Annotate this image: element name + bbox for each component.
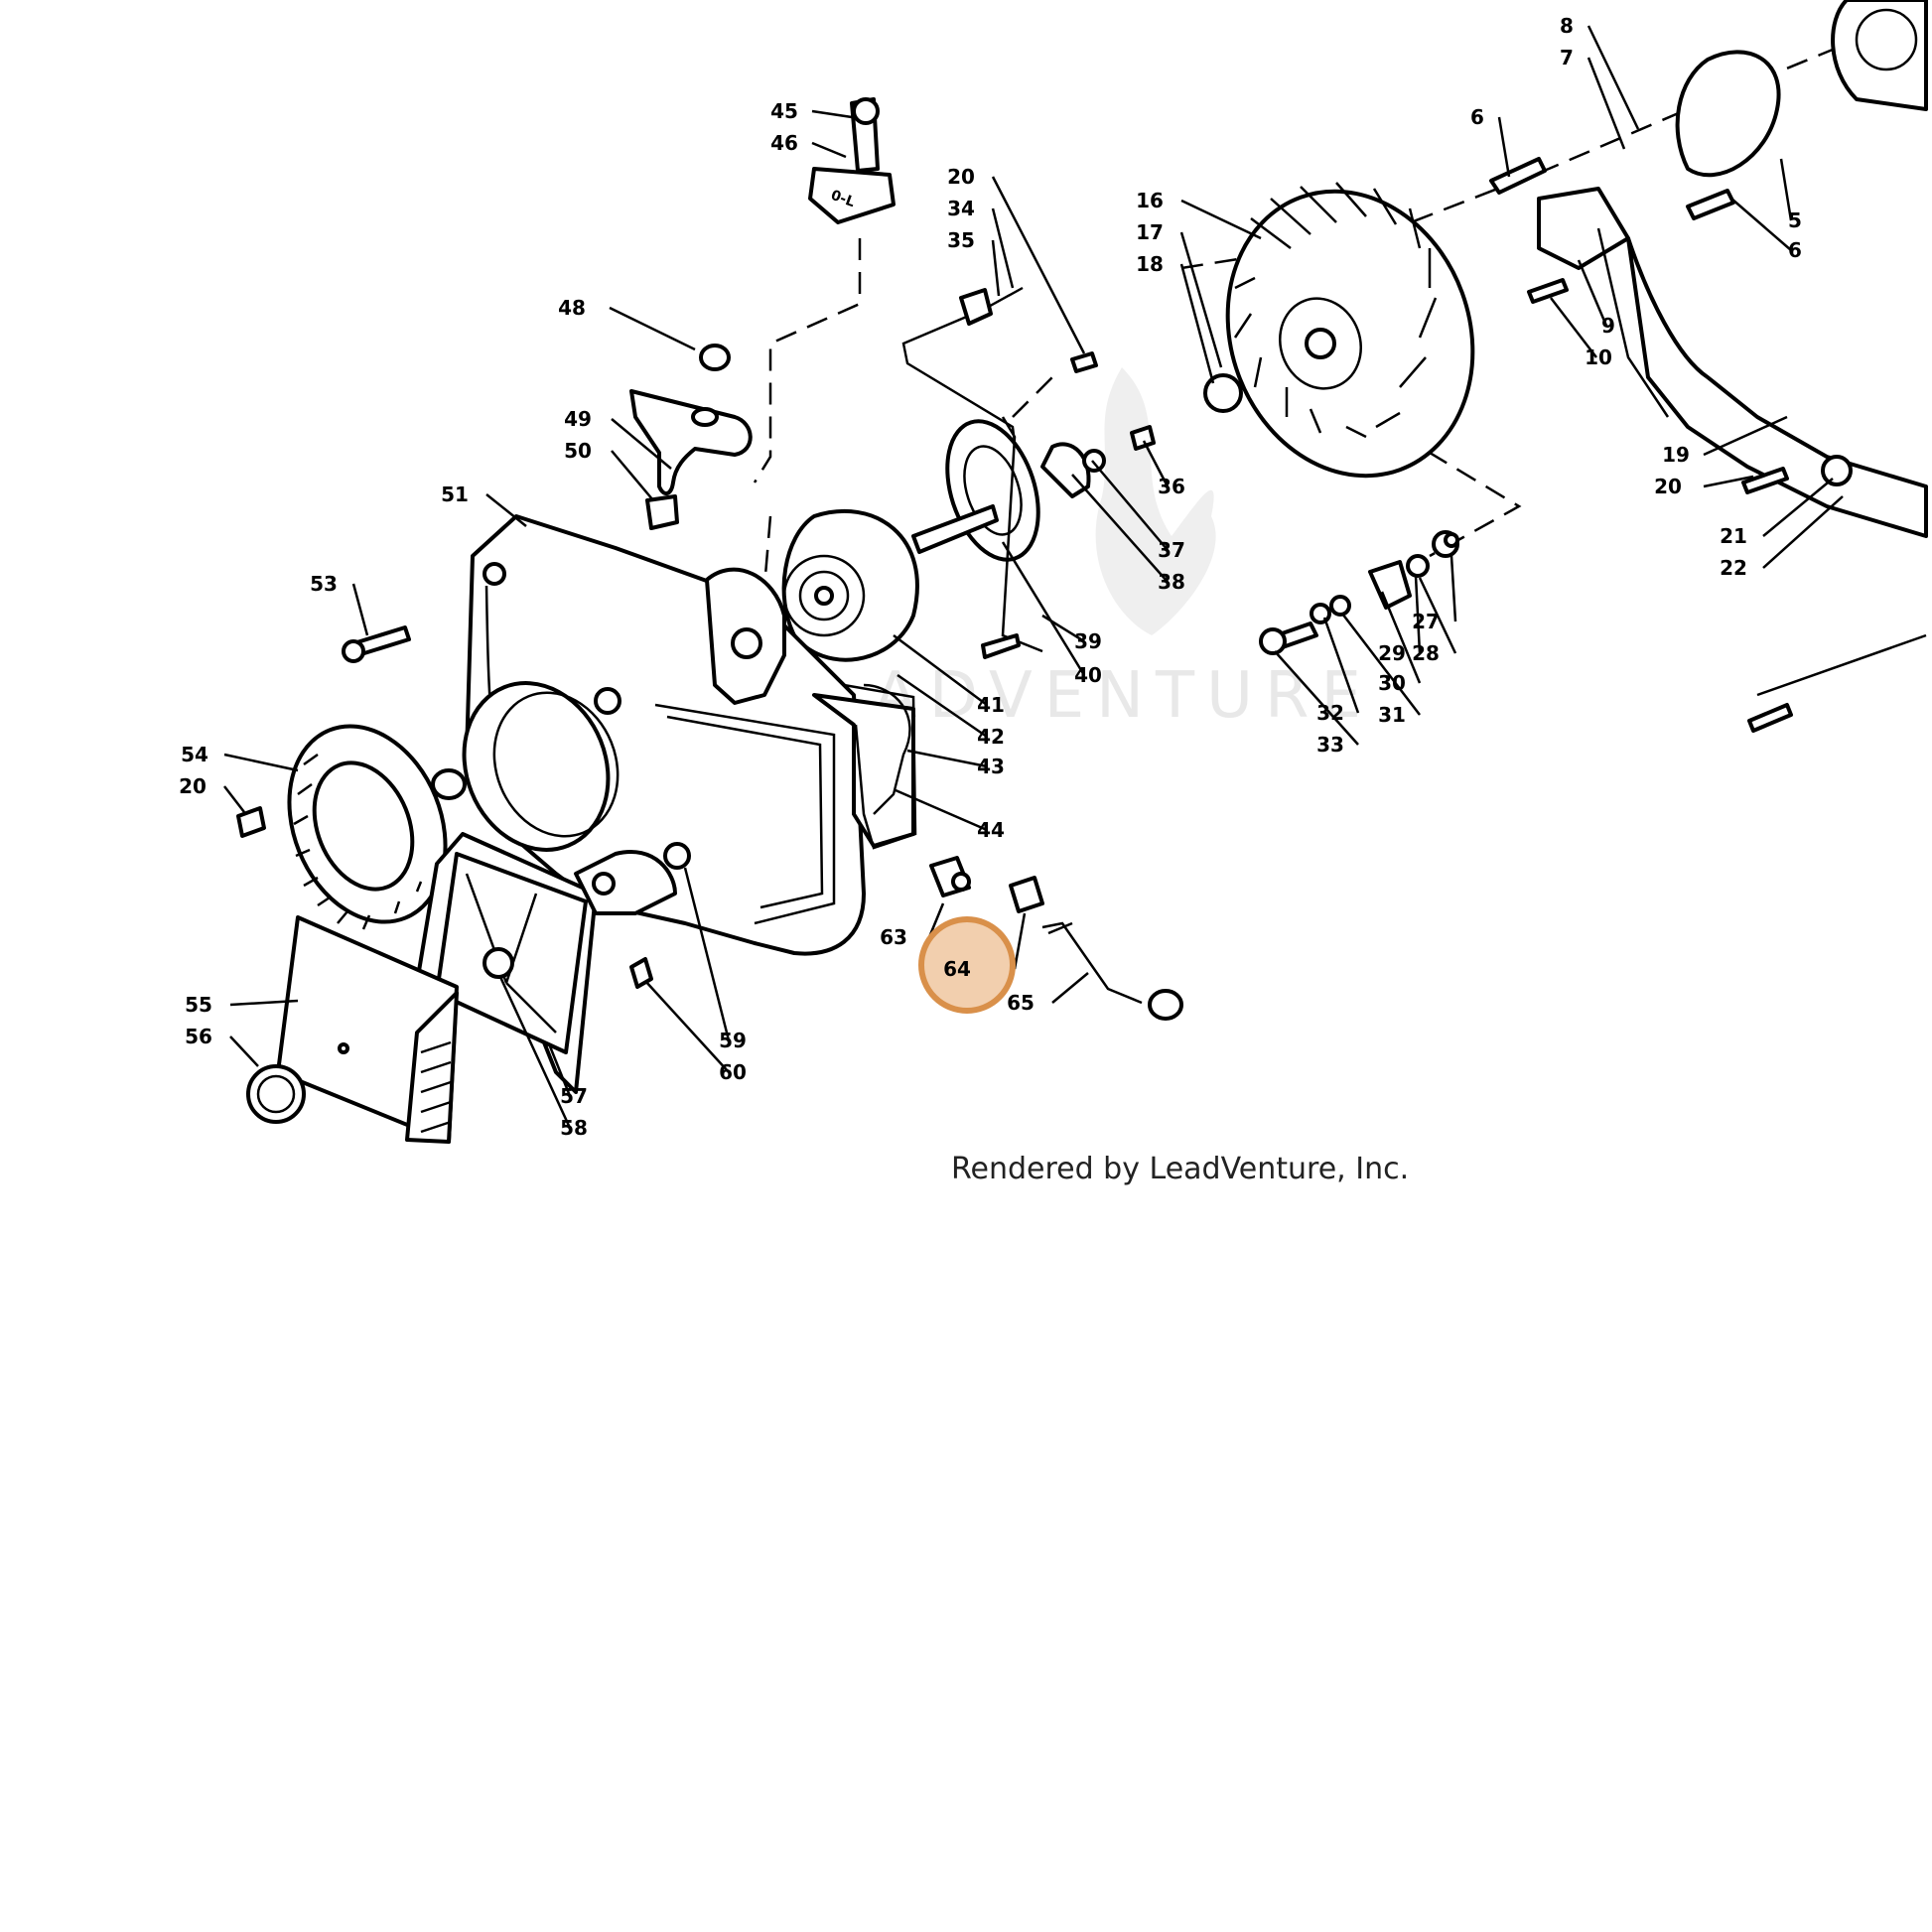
callout-18: 18: [1136, 252, 1164, 276]
callout-22: 22: [1720, 556, 1747, 580]
callout-51: 51: [441, 483, 469, 506]
callout-35: 35: [947, 228, 975, 252]
callout-54: 54: [181, 743, 208, 766]
callout-57: 57: [560, 1084, 588, 1108]
callout-20: 20: [947, 165, 975, 189]
filter-ring: [287, 724, 448, 930]
callout-34: 34: [947, 197, 975, 220]
leadventure-watermark: ADVENTURE: [874, 367, 1373, 733]
throttle-wire: [901, 286, 1098, 444]
leader-lines: [223, 25, 1844, 1129]
callout-46: 46: [770, 131, 798, 155]
callout-36: 36: [1158, 475, 1185, 498]
callout-17: 17: [1136, 220, 1164, 244]
callout-60: 60: [719, 1060, 747, 1084]
callout-64[interactable]: 64: [943, 957, 971, 981]
callout-16: 16: [1136, 189, 1164, 212]
gasket: [843, 683, 917, 850]
callout-55: 55: [185, 993, 212, 1017]
callout-6: 6: [1788, 238, 1802, 262]
callout-7: 7: [1560, 46, 1574, 69]
small-parts-bottom: [929, 856, 1183, 1021]
highlight-circle[interactable]: [918, 916, 1016, 1014]
callout-53: 53: [310, 572, 338, 596]
callout-20: 20: [1654, 475, 1682, 498]
callout-49: 49: [564, 407, 592, 431]
callout-20: 20: [179, 774, 207, 798]
starter-handle: 0-L: [629, 97, 896, 530]
callout-43: 43: [977, 755, 1005, 778]
recoil-housing: [781, 509, 919, 662]
callout-21: 21: [1720, 524, 1747, 548]
cable: [863, 683, 911, 815]
callout-28: 28: [1412, 641, 1440, 665]
callout-29: 29: [1378, 641, 1406, 665]
callout-10: 10: [1585, 345, 1612, 369]
callout-8: 8: [1560, 14, 1574, 38]
callout-33: 33: [1316, 733, 1344, 757]
svg-text:0-L: 0-L: [829, 188, 858, 210]
callout-41: 41: [977, 693, 1005, 717]
callout-9: 9: [1601, 314, 1615, 338]
callout-58: 58: [560, 1116, 588, 1140]
callout-37: 37: [1158, 538, 1185, 562]
callout-63: 63: [880, 925, 907, 949]
callout-48: 48: [558, 296, 586, 320]
callout-59: 59: [719, 1029, 747, 1052]
callout-56: 56: [185, 1025, 212, 1048]
callout-45: 45: [770, 99, 798, 123]
screws-right: [1489, 157, 1927, 733]
callout-40: 40: [1074, 663, 1102, 687]
flywheel: [1203, 182, 1475, 479]
starter-pulley: [911, 416, 1156, 659]
callout-50: 50: [564, 439, 592, 463]
callout-30: 30: [1378, 671, 1406, 695]
callout-65: 65: [1007, 991, 1035, 1015]
filter-cover: [246, 915, 459, 1144]
footer-credit: Rendered by LeadVenture, Inc.: [951, 1152, 1410, 1186]
callout-39: 39: [1074, 629, 1102, 653]
callout-42: 42: [977, 725, 1005, 749]
callout-6: 6: [1470, 105, 1484, 129]
flywheel-hardware: [1259, 530, 1459, 655]
callout-19: 19: [1662, 443, 1690, 467]
callout-38: 38: [1158, 570, 1185, 594]
callout-32: 32: [1316, 701, 1344, 725]
highlight-marker[interactable]: [918, 916, 1016, 1014]
callout-27: 27: [1412, 610, 1440, 633]
starter-housing: [431, 514, 915, 956]
bolts-left: [236, 625, 411, 838]
callout-5: 5: [1788, 208, 1802, 232]
callout-31: 31: [1378, 703, 1406, 727]
watermark-text: ADVENTURE: [874, 659, 1373, 733]
callout-44: 44: [977, 818, 1005, 842]
